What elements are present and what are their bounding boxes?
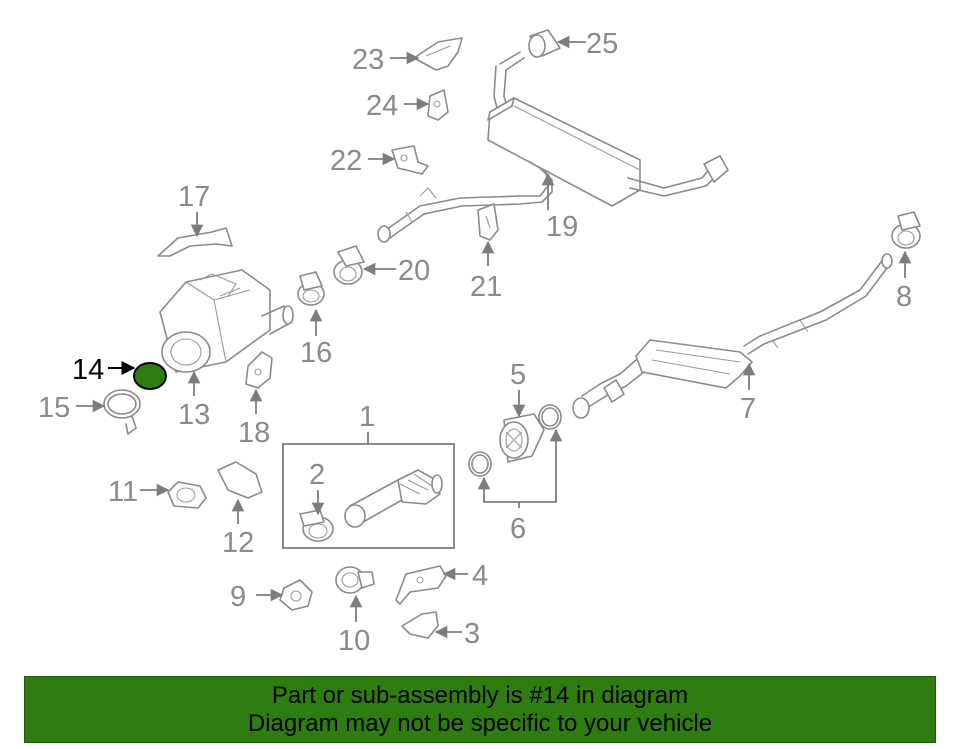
callout-23: 23 (352, 44, 384, 76)
callout-25: 25 (586, 28, 618, 60)
part-17-heat-shield (157, 227, 233, 257)
part-10-clamp (335, 566, 375, 594)
callout-6: 6 (510, 513, 526, 545)
callout-4: 4 (472, 560, 488, 592)
callout-numbers: 25 23 24 22 19 21 20 17 16 13 14 15 18 8… (38, 28, 912, 657)
callout-2: 2 (309, 459, 325, 491)
part-23-heat-shield (413, 37, 463, 71)
part-8-clamp (891, 211, 921, 249)
callout-11: 11 (108, 476, 138, 508)
part-16-clamp (297, 271, 325, 306)
leader-lines (76, 35, 912, 639)
callout-7: 7 (740, 393, 756, 425)
part-24-hanger (427, 89, 449, 121)
callout-3: 3 (464, 618, 480, 650)
part-info-banner: Part or sub-assembly is #14 in diagram D… (24, 676, 936, 743)
part-1-flex-pipe (344, 469, 443, 528)
part-9-sensor (279, 579, 313, 611)
part-12-gasket (217, 461, 263, 499)
callout-18: 18 (238, 417, 270, 449)
callout-13: 13 (178, 399, 210, 431)
part-18-bracket (245, 351, 273, 389)
banner-line-1: Part or sub-assembly is #14 in diagram (271, 681, 689, 709)
banner-line-2: Diagram may not be specific to your vehi… (247, 709, 713, 737)
callout-5: 5 (510, 359, 526, 391)
part-3-bracket (401, 611, 439, 639)
callout-17: 17 (178, 181, 210, 213)
part-7-catalytic-converter (572, 253, 893, 419)
callout-9: 9 (230, 581, 246, 613)
callout-19: 19 (546, 211, 578, 243)
part-5-flange (499, 413, 545, 463)
callout-22: 22 (330, 145, 362, 177)
callout-10: 10 (338, 625, 370, 657)
part-20-clamp (333, 245, 365, 285)
part-11-flange (167, 481, 207, 509)
part-14-gasket-highlighted[interactable] (133, 362, 167, 390)
part-21-hanger (477, 203, 499, 241)
part-15-band-clamp (103, 389, 141, 435)
callout-14[interactable]: 14 (72, 354, 104, 386)
callout-8: 8 (896, 281, 912, 313)
part-13-particulate-filter (159, 269, 294, 373)
callout-12: 12 (222, 527, 254, 559)
callout-16: 16 (300, 337, 332, 369)
part-22-bracket (391, 145, 429, 175)
callout-21: 21 (470, 271, 502, 303)
callout-15: 15 (38, 392, 70, 424)
callout-1: 1 (359, 401, 375, 433)
callout-24: 24 (366, 90, 398, 122)
callout-20: 20 (398, 255, 430, 287)
part-25-tailpipe-tip (528, 29, 561, 58)
part-4-bracket (395, 565, 447, 605)
part-19-rear-muffler (377, 51, 729, 243)
part-2-clamp (299, 509, 334, 542)
